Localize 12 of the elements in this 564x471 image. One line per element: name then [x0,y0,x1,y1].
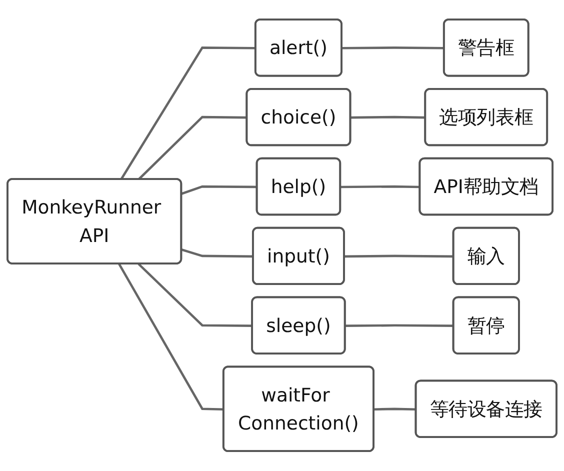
connector [181,248,254,258]
connector [345,324,454,328]
connector [350,116,426,119]
connector [342,46,444,50]
connector [340,186,420,188]
connector [138,263,253,328]
connector [374,408,416,411]
connector [344,254,454,258]
connector [138,116,248,180]
connector [181,186,258,196]
connector [120,46,256,180]
connector [118,264,224,411]
